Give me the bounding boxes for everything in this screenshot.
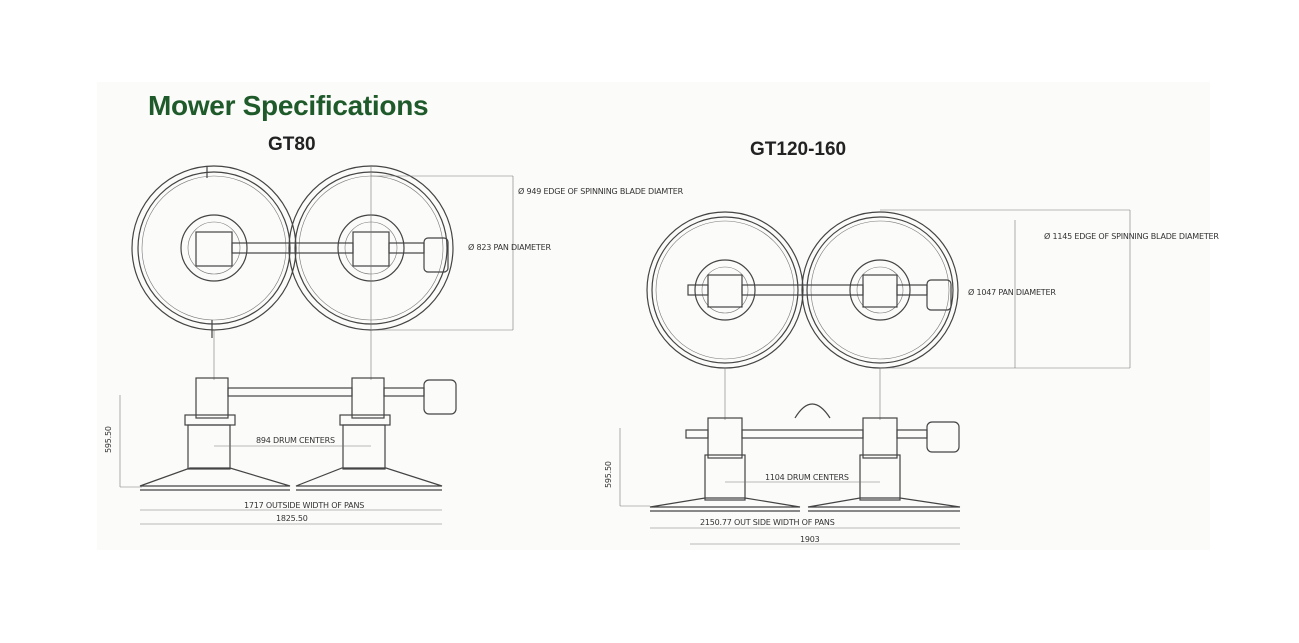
gt120-blade-diameter: Ø 1145 EDGE OF SPINNING BLADE DIAMETER bbox=[1044, 232, 1219, 241]
gt80-outside-width: 1717 OUTSIDE WIDTH OF PANS bbox=[244, 501, 365, 510]
gt80-blade-diameter: Ø 949 EDGE OF SPINNING BLADE DIAMTER bbox=[518, 187, 683, 196]
gt80-side-view bbox=[119, 377, 457, 525]
gt80-overall-width: 1825.50 bbox=[276, 514, 308, 523]
gt80-height: 595.50 bbox=[104, 426, 113, 453]
gt120-side-view bbox=[619, 403, 961, 545]
gt120-overall-width: 1903 bbox=[800, 535, 820, 544]
gt120-top-view bbox=[646, 209, 1131, 420]
gt80-pan-diameter: Ø 823 PAN DIAMETER bbox=[468, 243, 551, 252]
gt80-model-label: GT80 bbox=[268, 134, 316, 155]
gt80-top-view bbox=[131, 165, 514, 380]
gt120-outside-width: 2150.77 OUT SIDE WIDTH OF PANS bbox=[700, 518, 835, 527]
page-title: Mower Specifications bbox=[148, 90, 429, 121]
gt120-model-label: GT120-160 bbox=[750, 139, 847, 160]
gt120-height: 595.50 bbox=[604, 461, 613, 488]
gt120-drum-centers: 1104 DRUM CENTERS bbox=[765, 473, 849, 482]
spec-sheet bbox=[97, 82, 1210, 550]
gt120-pan-diameter: Ø 1047 PAN DIAMETER bbox=[968, 288, 1056, 297]
gt80-drum-centers: 894 DRUM CENTERS bbox=[256, 436, 335, 445]
